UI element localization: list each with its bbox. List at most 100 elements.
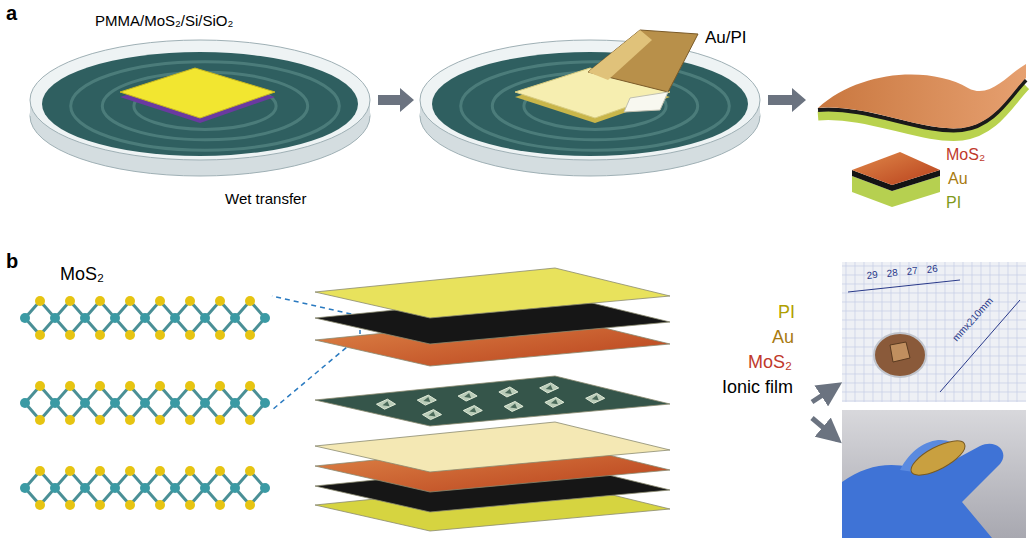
s-atom <box>245 381 255 391</box>
device-stack <box>315 268 670 531</box>
grid-line <box>842 392 1026 393</box>
grid-line <box>842 311 1026 312</box>
arrow <box>378 88 414 112</box>
layer-label: PI <box>946 194 961 212</box>
grid-line <box>1017 262 1018 402</box>
mo-atom <box>260 313 270 323</box>
layer-inset <box>852 152 940 207</box>
petri-dish <box>30 40 370 176</box>
device-disc <box>874 333 926 377</box>
s-atom <box>215 415 225 425</box>
mos2-layer <box>818 64 1026 128</box>
s-atom <box>155 500 165 510</box>
mo-atom <box>170 398 180 408</box>
s-atom <box>215 381 225 391</box>
grid-line <box>990 262 991 402</box>
s-atom <box>125 381 135 391</box>
arrow <box>812 385 838 402</box>
grid-line <box>842 302 1026 303</box>
device-square <box>890 342 910 362</box>
electrode-window <box>499 387 518 397</box>
s-atom <box>65 466 75 476</box>
mo-atom <box>230 483 240 493</box>
s-atom <box>95 296 105 306</box>
mo-atom <box>230 398 240 408</box>
grid-line <box>846 262 847 402</box>
s-atom <box>95 500 105 510</box>
mo-atom <box>80 483 90 493</box>
ruler-text: mmx210mm <box>950 295 995 344</box>
mos2-layer-light <box>315 422 670 472</box>
au-pi-sheet <box>588 30 698 92</box>
grid-line <box>842 365 1026 366</box>
mo-atom <box>170 483 180 493</box>
mo-atom <box>200 313 210 323</box>
pi-layer <box>315 268 670 318</box>
mo-atom <box>50 313 60 323</box>
electrode-window <box>586 393 605 403</box>
grid-line <box>873 262 874 402</box>
pmma-chip <box>120 68 275 118</box>
s-atom <box>215 466 225 476</box>
s-atom <box>185 466 195 476</box>
window-shadow <box>510 403 517 408</box>
s-atom <box>95 466 105 476</box>
s-atom <box>245 330 255 340</box>
electrode-window <box>504 401 523 411</box>
s-atom <box>35 330 45 340</box>
electrode-window <box>463 406 482 416</box>
grid-line <box>842 293 1026 294</box>
mo-atom <box>140 483 150 493</box>
photo-background <box>842 410 1026 538</box>
s-atom <box>185 296 195 306</box>
grid-line <box>842 356 1026 357</box>
ionic-film <box>315 376 670 426</box>
s-atom <box>35 381 45 391</box>
window-shadow <box>592 395 599 400</box>
s-atom <box>95 415 105 425</box>
mo-atom <box>110 398 120 408</box>
electrode-window <box>417 395 436 405</box>
s-atom <box>215 500 225 510</box>
water <box>42 52 358 156</box>
grid-line <box>891 262 892 402</box>
mo-atom <box>230 313 240 323</box>
sample-label: PMMA/MoS₂/Si/SiO₂ <box>95 12 233 29</box>
layer-label: Au <box>772 327 794 348</box>
grid-line <box>842 320 1026 321</box>
grid-line <box>855 262 856 402</box>
au-pi-sheet-edge <box>588 30 652 80</box>
ruler-number: 28 <box>886 267 898 280</box>
s-atom <box>245 415 255 425</box>
ruler-line <box>848 280 960 292</box>
s-atom <box>155 415 165 425</box>
s-atom <box>185 415 195 425</box>
mo-atom <box>20 398 30 408</box>
electrode-window <box>540 383 559 393</box>
mo-atom <box>260 398 270 408</box>
s-atom <box>185 330 195 340</box>
s-atom <box>35 296 45 306</box>
electrode-window <box>423 410 442 420</box>
electrode-window <box>377 399 396 409</box>
grid-line <box>842 338 1026 339</box>
ruler-number: 27 <box>906 265 918 278</box>
s-atom <box>245 500 255 510</box>
grid-line <box>981 262 982 402</box>
mos2-slab <box>852 152 940 185</box>
s-atom <box>125 296 135 306</box>
flexible-film <box>818 64 1026 136</box>
mo-atom <box>140 398 150 408</box>
s-atom <box>35 415 45 425</box>
crystal-label: MoS₂ <box>60 264 104 285</box>
arrow <box>812 418 838 440</box>
s-atom <box>155 381 165 391</box>
dish-rim <box>420 40 760 160</box>
mo-atom <box>20 313 30 323</box>
ripple <box>71 62 340 150</box>
window-shadow <box>423 397 430 402</box>
s-atom <box>95 381 105 391</box>
mos2-crystal <box>20 296 270 510</box>
s-atom <box>185 381 195 391</box>
